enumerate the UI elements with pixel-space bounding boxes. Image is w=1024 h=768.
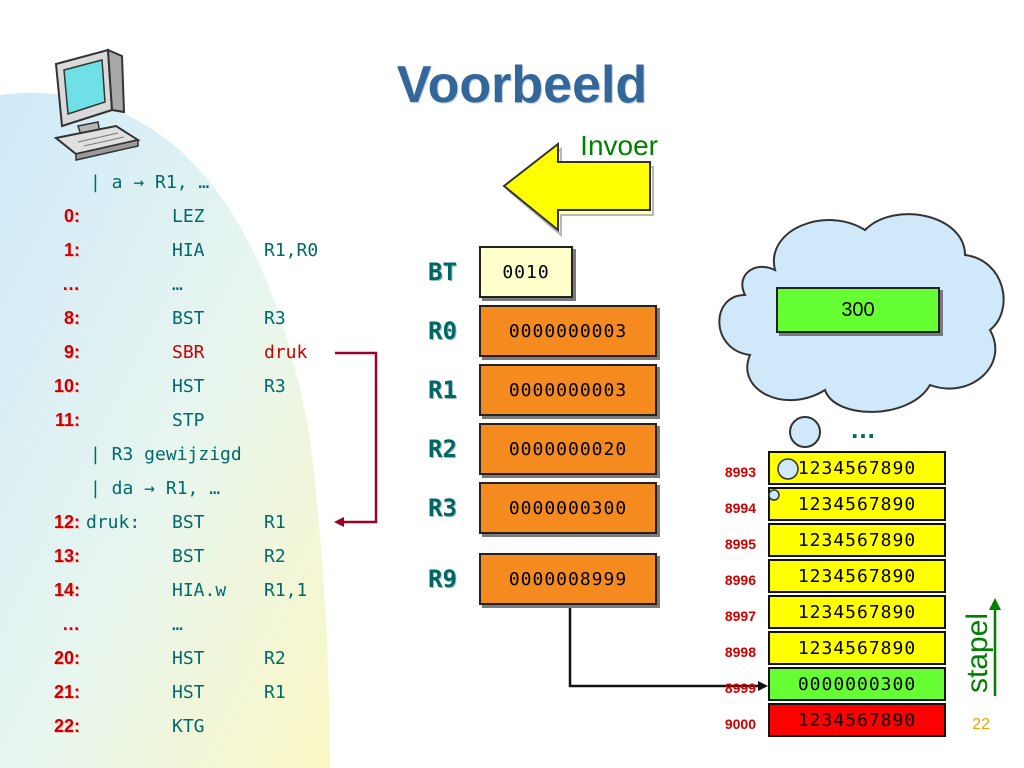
code-opcode: STP bbox=[172, 410, 205, 431]
memory-address: 8997 bbox=[724, 608, 756, 624]
code-opcode: BST bbox=[172, 512, 205, 533]
page-title: Voorbeeld bbox=[396, 56, 648, 114]
memory-cell: 1234567890 bbox=[768, 559, 946, 593]
memory-address: 8994 bbox=[724, 500, 756, 516]
memory-cell: 0000000300 bbox=[768, 667, 946, 701]
code-comment: | R3 gewijzigd bbox=[90, 444, 242, 465]
line-number: … bbox=[62, 614, 80, 634]
line-number: 12: bbox=[53, 512, 80, 532]
register-value: 0000000020 bbox=[479, 423, 657, 475]
line-number: 13: bbox=[53, 546, 80, 566]
computer-icon bbox=[53, 48, 141, 161]
memory-cell: 1234567890 bbox=[768, 595, 946, 629]
code-opcode: SBR bbox=[172, 342, 205, 363]
line-number: … bbox=[62, 274, 80, 294]
memory-cell: 1234567890 bbox=[768, 703, 946, 737]
code-opcode: HST bbox=[172, 376, 205, 397]
code-operand: R1 bbox=[264, 682, 286, 703]
page-number: 22 bbox=[972, 716, 990, 733]
code-opcode: HST bbox=[172, 648, 205, 669]
register-value: 0000000300 bbox=[479, 482, 657, 534]
memory-address: 8998 bbox=[724, 644, 756, 660]
code-opcode: … bbox=[172, 274, 183, 295]
code-operand: R3 bbox=[264, 376, 286, 397]
memory-cell: 1234567890 bbox=[768, 487, 946, 521]
memory-address: 9000 bbox=[724, 716, 756, 732]
code-operand: R1,R0 bbox=[264, 240, 319, 261]
line-number: 9: bbox=[63, 342, 80, 362]
code-opcode: … bbox=[172, 614, 183, 635]
cloud-value: 300 bbox=[776, 287, 940, 333]
register-value: 0000000003 bbox=[479, 305, 657, 357]
code-opcode: BST bbox=[172, 308, 205, 329]
register-label: R3 bbox=[428, 494, 457, 522]
code-opcode: HIA.w bbox=[172, 580, 227, 601]
code-operand: druk bbox=[264, 342, 308, 363]
pointer-arrow-icon bbox=[568, 608, 768, 691]
register-label: R0 bbox=[428, 317, 457, 345]
code-operand: R1 bbox=[264, 512, 286, 533]
code-opcode: KTG bbox=[172, 716, 205, 737]
register-label: R1 bbox=[428, 376, 457, 404]
memory-address: 8996 bbox=[724, 572, 756, 588]
line-number: 14: bbox=[53, 580, 80, 600]
line-number: 8: bbox=[63, 308, 80, 328]
cloud-ellipsis: … bbox=[850, 414, 876, 444]
memory-cell: 1234567890 bbox=[768, 523, 946, 557]
register-value: 0000000003 bbox=[479, 364, 657, 416]
memory-cell: 1234567890 bbox=[768, 631, 946, 665]
register-label: R2 bbox=[428, 435, 457, 463]
input-label: Invoer bbox=[580, 130, 658, 161]
memory-address: 8993 bbox=[724, 464, 756, 480]
register-label: BT bbox=[428, 258, 457, 286]
register-value: 0000008999 bbox=[479, 553, 657, 605]
code-operand: R2 bbox=[264, 546, 286, 567]
line-number: 20: bbox=[53, 648, 80, 668]
code-opcode: LEZ bbox=[172, 206, 205, 227]
thought-bubble-icon bbox=[768, 458, 799, 501]
line-number: 11: bbox=[54, 410, 80, 430]
code-label: druk: bbox=[86, 512, 141, 533]
code-comment: | da → R1, … bbox=[90, 478, 221, 499]
code-opcode: HST bbox=[172, 682, 205, 703]
register-label: R9 bbox=[428, 565, 457, 593]
line-number: 22: bbox=[53, 716, 80, 736]
line-number: 0: bbox=[63, 206, 80, 226]
code-operand: R2 bbox=[264, 648, 286, 669]
line-number: 1: bbox=[63, 240, 80, 260]
memory-cell: 1234567890 bbox=[768, 451, 946, 485]
stack-direction-arrow-icon bbox=[989, 598, 1001, 696]
code-operand: R1,1 bbox=[264, 580, 308, 601]
call-arrow-icon bbox=[334, 351, 378, 527]
input-arrow-icon bbox=[502, 141, 654, 238]
code-opcode: HIA bbox=[172, 240, 205, 261]
code-operand: R3 bbox=[264, 308, 286, 329]
register-value: 0010 bbox=[479, 246, 573, 298]
line-number: 10: bbox=[53, 376, 80, 396]
code-comment: | a → R1, … bbox=[90, 172, 210, 193]
memory-address: 8999 bbox=[724, 680, 756, 696]
line-number: 21: bbox=[53, 682, 80, 702]
code-opcode: BST bbox=[172, 546, 205, 567]
memory-address: 8995 bbox=[724, 536, 756, 552]
